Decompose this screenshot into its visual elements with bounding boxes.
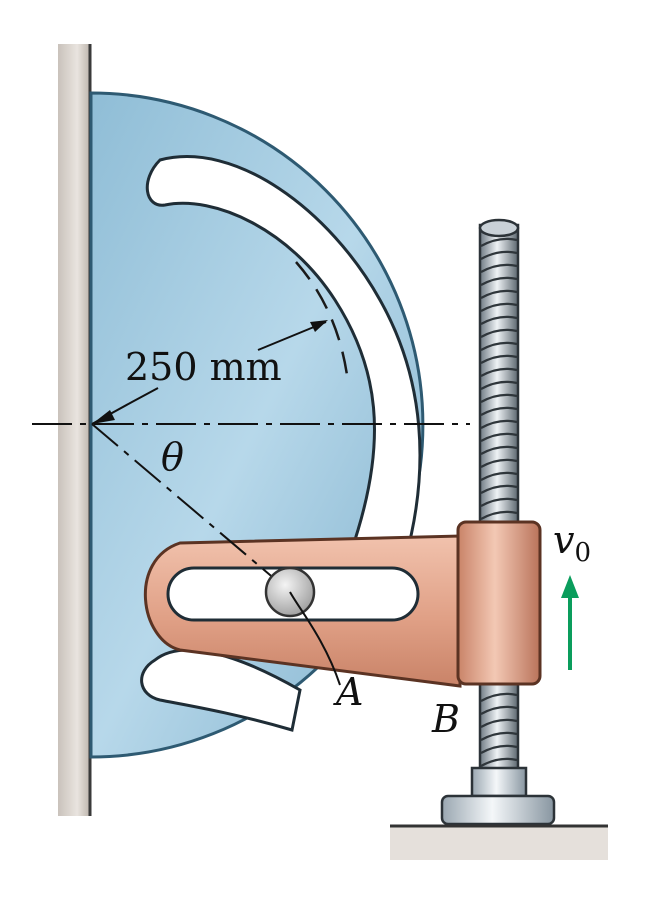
screw-thread [480, 718, 518, 728]
screw-thread [480, 458, 518, 468]
wall [58, 44, 92, 816]
dimension-label: 250 mm [125, 345, 282, 389]
screw-thread [480, 510, 518, 520]
screw-thread [480, 289, 518, 299]
pin-a [264, 566, 341, 686]
screw-thread [480, 302, 518, 312]
screw-thread [480, 484, 518, 494]
velocity-label: v0 [553, 518, 591, 568]
velocity-symbol: v [553, 518, 575, 562]
screw-thread [480, 432, 518, 442]
screw-thread [480, 419, 518, 429]
screw-thread [480, 367, 518, 377]
screw-thread [480, 237, 518, 247]
angle-theta-label: θ [161, 435, 184, 479]
screw-thread [480, 315, 518, 325]
screw-thread [480, 380, 518, 390]
screw-foot [440, 766, 556, 826]
screw-rod [478, 218, 520, 772]
screw-thread [480, 276, 518, 286]
screw-thread [480, 354, 518, 364]
screw-thread [480, 393, 518, 403]
screw-thread [480, 445, 518, 455]
screw-thread [480, 250, 518, 260]
screw-thread [480, 497, 518, 507]
velocity-subscript: 0 [574, 538, 591, 568]
screw-thread [480, 705, 518, 715]
point-b-label: B [431, 697, 460, 741]
screw-thread [480, 757, 518, 767]
ground [390, 824, 608, 860]
screw-thread [480, 744, 518, 754]
screw-thread [480, 471, 518, 481]
screw-thread [480, 731, 518, 741]
screw-thread [480, 263, 518, 273]
velocity-arrow [561, 575, 579, 670]
screw-thread [480, 341, 518, 351]
screw-thread [480, 692, 518, 702]
collar [456, 520, 542, 686]
screw-thread [480, 406, 518, 416]
point-a-label: A [333, 670, 363, 714]
screw-thread [480, 328, 518, 338]
angle-reference-line [91, 423, 291, 593]
dimension-line [91, 320, 328, 425]
